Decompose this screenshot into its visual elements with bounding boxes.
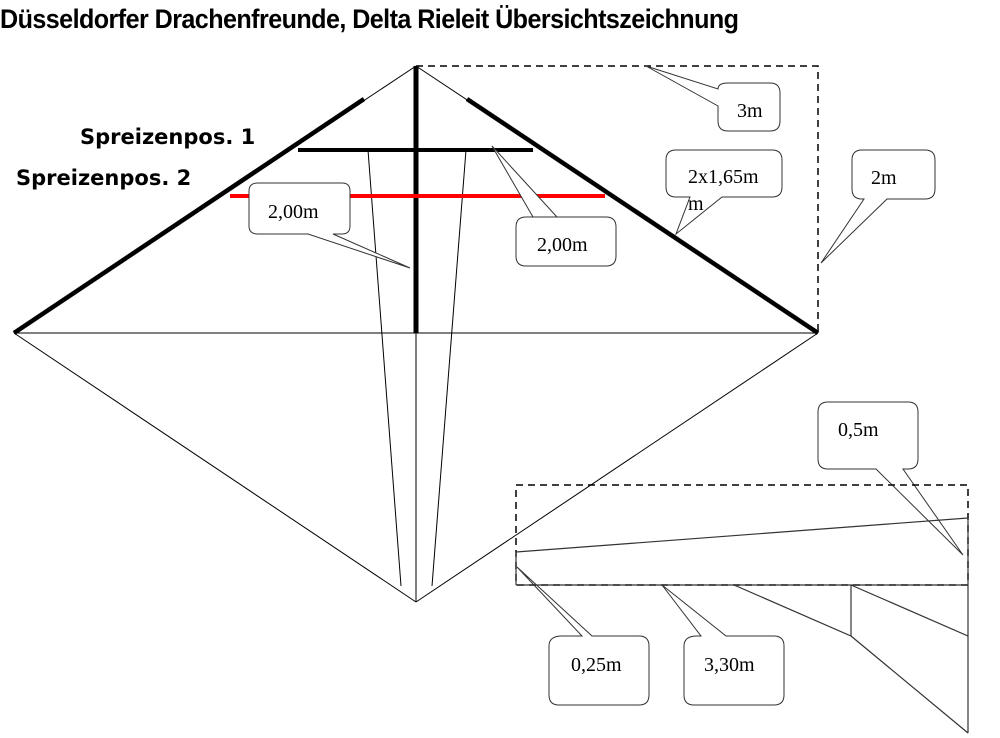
callout-height bbox=[820, 149, 936, 264]
keel-line-right bbox=[431, 149, 467, 587]
callout-text-tail-height-right: 0,5m bbox=[838, 419, 879, 441]
callout-tail-height-right bbox=[817, 401, 964, 556]
callout-tail-height-left bbox=[516, 566, 650, 706]
right-leading-edge-spar bbox=[465, 97, 820, 335]
span-height-dimension-frame bbox=[416, 65, 819, 333]
callout-text-tail-height-left: 0,25m bbox=[571, 654, 622, 676]
callout-text-spreader-2-width-left: 2,00m bbox=[268, 201, 319, 223]
keel-line-left bbox=[367, 149, 402, 587]
callout-span bbox=[645, 65, 781, 132]
tail-fringe-3 bbox=[850, 584, 969, 637]
callout-tail-length bbox=[661, 584, 785, 706]
callout-text-leading-edge: 2x1,65m bbox=[688, 166, 759, 188]
callout-leading-edge bbox=[665, 149, 783, 236]
left-leading-edge-spar bbox=[12, 97, 366, 335]
tail-fringe-1 bbox=[733, 584, 852, 637]
tail-fringe-4 bbox=[850, 635, 969, 734]
callout-text-tail-length: 3,30m bbox=[704, 654, 755, 676]
kite-left-lower-edge bbox=[13, 332, 417, 603]
callout-spreader-1-width bbox=[491, 145, 617, 267]
callout-text-span: 3m bbox=[737, 100, 763, 122]
callout-text-leading-edge-overflow: m bbox=[688, 193, 704, 215]
spreader-position-1-label: Spreizenpos. 1 bbox=[80, 125, 256, 149]
spreader-position-2-label: Spreizenpos. 2 bbox=[16, 166, 192, 190]
tail-top-edge bbox=[515, 517, 969, 553]
callout-text-spreader-1-width: 2,00m bbox=[537, 234, 588, 256]
drawing-title: Düsseldorfer Drachenfreunde, Delta Riele… bbox=[0, 4, 739, 34]
kite-right-lower-edge bbox=[415, 332, 819, 603]
callout-text-height: 2m bbox=[871, 167, 897, 189]
callout-spreader-2-width-left bbox=[248, 182, 411, 269]
